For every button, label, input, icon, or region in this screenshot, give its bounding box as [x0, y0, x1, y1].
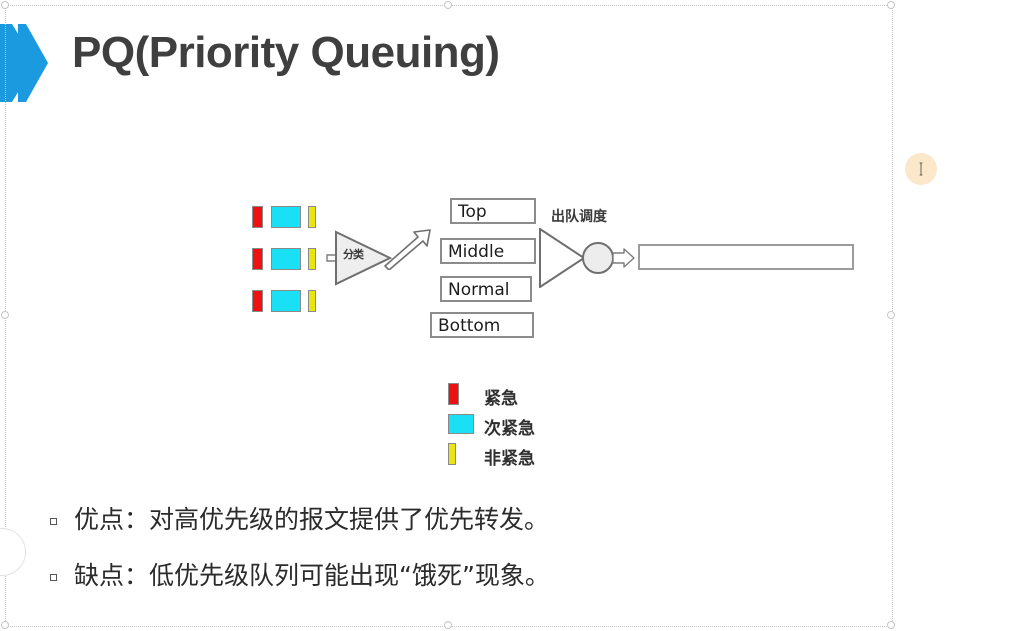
selection-handle-top-center[interactable]: [444, 1, 452, 9]
legend-swatch-non-urgent: [448, 443, 456, 465]
left-edge-decoration: [0, 528, 26, 576]
queue-box-normal: Normal: [440, 276, 532, 302]
selection-handle-top-right[interactable]: [887, 1, 895, 9]
selection-handle-top-left[interactable]: [1, 1, 9, 9]
legend-swatch-sub-urgent: [448, 414, 474, 434]
selection-handle-bottom-left[interactable]: [1, 621, 9, 629]
selection-handle-bottom-right[interactable]: [887, 621, 895, 629]
bullet-item-disadvantage: 缺点：低优先级队列可能出现“饿死”现象。: [50, 556, 750, 612]
output-queue-box: [638, 244, 854, 270]
classifier-label: 分类: [343, 248, 364, 261]
bullet-marker-icon: [50, 574, 57, 581]
scheduler-icon: [539, 228, 635, 288]
legend-label-urgent: 紧急: [484, 389, 518, 409]
legend-label-non-urgent: 非紧急: [484, 449, 535, 469]
legend-item-non-urgent: 非紧急: [448, 443, 608, 473]
packet-sub-urgent: [271, 248, 301, 270]
bullet-marker-icon: [50, 518, 57, 525]
bullet-item-advantage: 优点：对高优先级的报文提供了优先转发。: [50, 500, 750, 556]
classify-arrow-icon: [384, 229, 431, 270]
legend-label-sub-urgent: 次紧急: [484, 419, 535, 439]
packet-urgent: [252, 290, 263, 312]
legend-item-sub-urgent: 次紧急: [448, 413, 608, 443]
packet-urgent: [252, 248, 263, 270]
selection-handle-middle-right[interactable]: [887, 311, 895, 319]
i-beam-cursor-icon: [919, 162, 923, 176]
bullet-text-disadvantage: 缺点：低优先级队列可能出现“饿死”现象。: [74, 561, 550, 590]
selection-handle-middle-left[interactable]: [1, 311, 9, 319]
queue-box-middle: Middle: [440, 238, 536, 264]
priority-queuing-diagram: 分类 Top Middle Normal Bottom 出队调度: [238, 190, 878, 350]
page-title: PQ(Priority Queuing): [72, 28, 500, 77]
legend-swatch-urgent: [448, 383, 459, 405]
queue-box-bottom: Bottom: [430, 312, 534, 338]
classifier-triangle-icon: [335, 230, 392, 286]
packet-non-urgent: [308, 248, 316, 270]
bullet-text-advantage: 优点：对高优先级的报文提供了优先转发。: [74, 505, 550, 534]
scheduler-label: 出队调度: [551, 209, 607, 225]
selection-handle-bottom-center[interactable]: [444, 621, 452, 629]
packet-sub-urgent: [271, 206, 301, 228]
chevron-logo-icon: [0, 24, 48, 102]
packet-urgent: [252, 206, 263, 228]
legend-item-urgent: 紧急: [448, 383, 608, 413]
bullet-list: 优点：对高优先级的报文提供了优先转发。 缺点：低优先级队列可能出现“饿死”现象。: [50, 500, 750, 612]
packet-non-urgent: [308, 206, 316, 228]
queue-box-top: Top: [450, 198, 536, 224]
packet-non-urgent: [308, 290, 316, 312]
packet-sub-urgent: [271, 290, 301, 312]
legend: 紧急 次紧急 非紧急: [448, 383, 608, 473]
